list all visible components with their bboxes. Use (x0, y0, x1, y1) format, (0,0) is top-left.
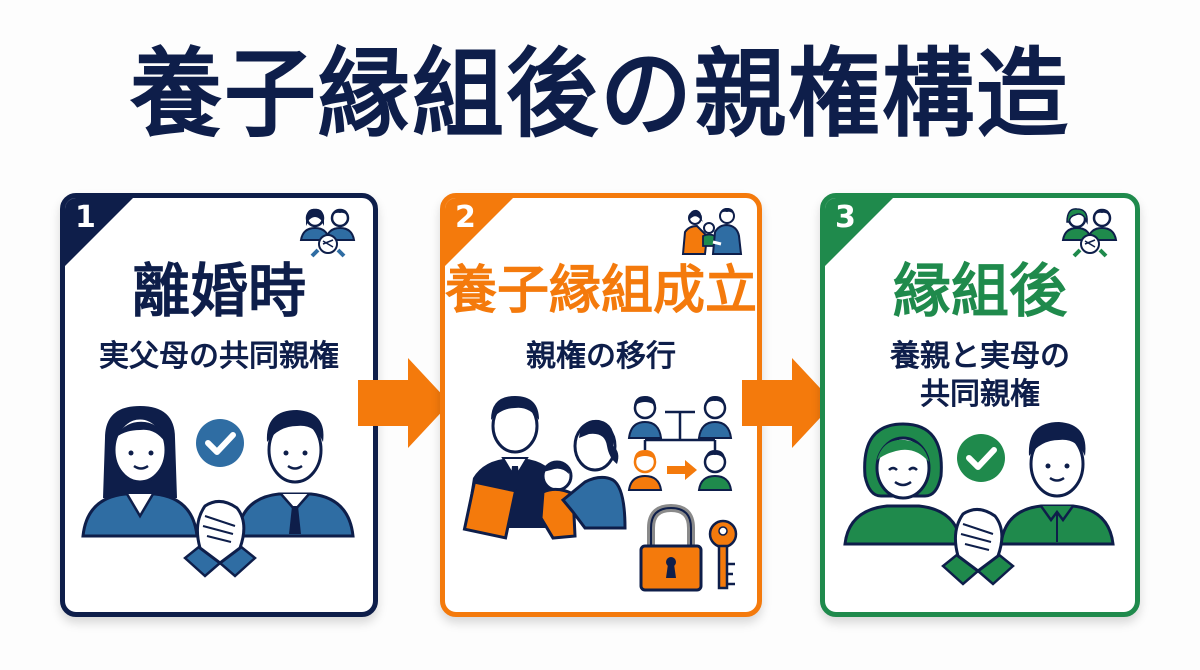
mother-figure (560, 419, 627, 530)
step-subtitle-line-1: 養親と実母の (890, 339, 1070, 374)
new-joint-custody-illustration (843, 422, 1115, 586)
flow-arrow-1-to-2 (358, 358, 450, 448)
parent-out-icon (627, 450, 663, 491)
two-parents-clasped-hands-icon (299, 208, 356, 258)
step-card-divorce: 1 離婚時 実父母の共同親権 (60, 193, 378, 617)
step-heading: 養子縁組成立 (445, 261, 758, 321)
step-number-corner (445, 198, 514, 267)
step-heading: 離婚時 (131, 257, 306, 325)
mother-figure (843, 422, 963, 546)
father-figure (235, 410, 355, 538)
step-subtitle-line-2: 共同親権 (920, 377, 1040, 412)
checkmark-badge-icon (957, 434, 1005, 482)
transfer-arrow-icon (667, 460, 697, 480)
step-number: 2 (455, 200, 476, 235)
padlock-icon (639, 503, 703, 592)
checkmark-badge-icon (196, 419, 244, 467)
mother-figure (81, 406, 199, 538)
adoptive-father-figure (999, 422, 1115, 546)
clasped-hands-icon (183, 500, 257, 578)
page-title: 養子縁組後の親権構造 (129, 38, 1070, 151)
step-number-corner (825, 198, 894, 267)
guardian-figure (462, 396, 563, 540)
custody-transfer-illustration (462, 396, 738, 592)
flow-arrow-2-to-3 (742, 358, 834, 448)
step-subtitle: 親権の移行 (526, 339, 676, 374)
two-parents-clasped-hands-icon (1061, 208, 1118, 258)
joint-custody-illustration (81, 406, 355, 578)
step-subtitle: 実父母の共同親権 (99, 339, 339, 374)
key-icon (708, 519, 738, 590)
step-card-after-adoption: 3 縁組後 養親と実母の 共同親権 (820, 193, 1140, 617)
birth-mother-icon (627, 396, 663, 439)
step-number: 1 (75, 200, 96, 235)
family-handover-icon (681, 208, 743, 255)
birth-father-icon (697, 396, 733, 439)
family-tree-diagram (627, 396, 733, 491)
step-card-adoption: 2 養子縁組成立 親権の移行 (440, 193, 762, 617)
clasped-hands-icon (941, 508, 1015, 586)
step-number: 3 (835, 200, 856, 235)
adoptive-parent-icon (697, 450, 733, 491)
step-heading: 縁組後 (892, 257, 1067, 325)
step-number-corner (65, 198, 134, 267)
